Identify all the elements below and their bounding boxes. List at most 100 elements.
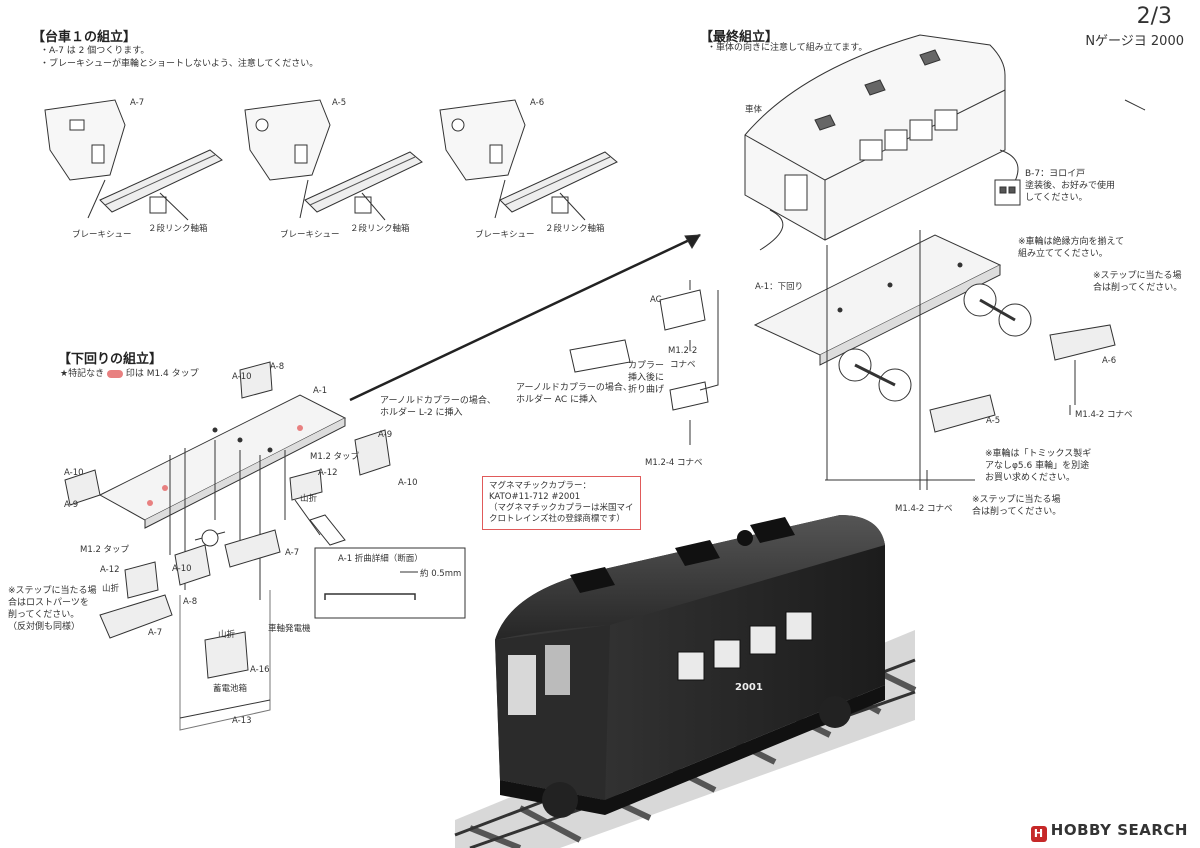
arnold-note: アーノルドカプラーの場合、 ホルダー L-2 に挿入: [380, 395, 496, 419]
step-note-left-3: 削ってください。: [8, 610, 80, 620]
watermark-text: HOBBY SEARCH: [1050, 821, 1188, 839]
red-dot-marker: [106, 369, 123, 378]
label-a16: A-16: [250, 665, 270, 675]
label-car-body: 車体: [745, 105, 763, 115]
bogie-note-1: ・A-7 は 2 個つくります。: [40, 46, 150, 56]
label-m12-tap-right: M1.2 タップ: [310, 452, 360, 462]
step-note-left: ※ステップに当たる場 合はロストパーツを 削ってください。 （反対側も同様）: [8, 585, 97, 633]
bogie-unit-a5: [244, 99, 423, 221]
step-note-bottom-2: 合は削ってください。: [972, 507, 1062, 517]
magne-line-4: クロトレインズ社の登録商標です）: [489, 514, 625, 524]
bogie-a6-label: A-6: [530, 98, 545, 108]
step-note-right-1: ※ステップに当たる場: [1093, 271, 1182, 281]
bogie-a5-brake-label: ブレーキシュー: [280, 230, 340, 240]
label-a7-right: A-7: [285, 548, 300, 558]
arnold-ac-note: アーノルドカプラーの場合、 ホルダー AC に挿入: [516, 382, 632, 406]
arnold-ac-1: アーノルドカプラーの場合、: [516, 383, 632, 393]
label-m14-2-bottom: M1.4-2 コナベ: [895, 504, 953, 514]
bogie-unit-a7: [44, 99, 223, 221]
chassis-lineart: [569, 99, 1146, 490]
magne-line-1: マグネマチックカプラー：: [489, 481, 592, 491]
label-yamaori-right: 山折: [300, 494, 318, 504]
label-a9-right: A-9: [378, 430, 393, 440]
label-yamaori-bottom: 山折: [218, 630, 236, 640]
tap-note-prefix: ★特記なき: [60, 369, 105, 379]
label-a5: A-5: [986, 416, 1001, 426]
step-note-left-1: ※ステップに当たる場: [8, 586, 97, 596]
label-a10-mid: A-10: [172, 564, 192, 574]
arnold-note-line-1: アーノルドカプラーの場合、: [380, 396, 496, 406]
label-a7-left: A-7: [148, 628, 163, 638]
bogie-a6-brake-label: ブレーキシュー: [475, 230, 535, 240]
label-a6: A-6: [1102, 356, 1117, 366]
bogie-a5-axle-label: ２段リンク軸箱: [350, 224, 410, 234]
step-note-left-4: （反対側も同様）: [8, 622, 81, 632]
car-body-lineart: [744, 34, 1019, 241]
magne-line-3: （マグネマチックカプラーは米国マイ: [489, 503, 634, 513]
underframe-tap-note: ★特記なき 印は M1.4 タップ: [60, 368, 199, 380]
label-axle-generator: 車軸発電機: [268, 624, 311, 634]
b7-note-2: 塗装後、お好みで使用: [1025, 181, 1116, 191]
label-konabe: コナベ: [670, 360, 696, 370]
wheel-dir-1: ※車輪は絶縁方向を揃えて: [1018, 237, 1125, 247]
hobby-search-logo-icon: H: [1030, 826, 1047, 842]
label-m14-2-right: M1.4-2 コナベ: [1075, 410, 1133, 420]
fold-detail-title: A-1 折曲詳細（断面）: [338, 554, 423, 564]
coupler-fold-2: 挿入後に: [628, 373, 665, 383]
label-a10-left: A-10: [64, 468, 84, 478]
model-photo: 2001: [454, 515, 917, 848]
underframe-section-title: 【下回りの組立】: [58, 352, 163, 367]
wheel-note-3: お買い求めください。: [985, 473, 1076, 483]
step-note-left-2: 合はロストパーツを: [8, 598, 89, 608]
label-a9-left: A-9: [64, 500, 79, 510]
final-section-title: 【最終組立】: [700, 30, 779, 45]
label-m12-2: M1.2-2: [668, 346, 698, 356]
label-a1-under: A-1：下回り: [755, 282, 804, 292]
label-a8-top: A-8: [270, 362, 285, 372]
arnold-note-line-2: ホルダー L-2 に挿入: [380, 408, 463, 418]
bogie-a7-brake-label: ブレーキシュー: [72, 230, 132, 240]
bogie-unit-a6: [439, 99, 618, 221]
label-yamaori-left: 山折: [102, 584, 120, 594]
wheel-note-1: ※車輪は「トミックス製ギ: [985, 449, 1092, 459]
coupler-fold-3: 折り曲げ: [628, 385, 665, 395]
label-a1: A-1: [313, 386, 328, 396]
bogie-section-title: 【台車１の組立】: [32, 30, 137, 45]
label-battery-box: 蓄電池箱: [213, 684, 248, 694]
coupler-fold-note: カプラー 挿入後に 折り曲げ: [628, 360, 664, 396]
label-a12-right: A-12: [318, 468, 338, 478]
coupler-fold-1: カプラー: [628, 361, 665, 371]
model-name: Nゲージヨ 2000: [1085, 34, 1184, 49]
magne-line-2: KATO#11-712 #2001: [489, 492, 581, 502]
label-a12-left: A-12: [100, 565, 120, 575]
fold-detail-box: [314, 547, 466, 619]
bogie-a5-label: A-5: [332, 98, 347, 108]
bogie-note-2: ・ブレーキシューが車輪とショートしないよう、注意してください。: [40, 59, 319, 69]
bogie-a6-axle-label: ２段リンク軸箱: [545, 224, 605, 234]
step-note-right: ※ステップに当たる場 合は削ってください。: [1093, 270, 1182, 294]
car-number-text: 2001: [735, 682, 763, 693]
final-note: ・車体の向きに注意して組み立てます。: [707, 43, 868, 53]
b7-shutter-part: [994, 179, 1021, 206]
wheel-direction-note: ※車輪は絶縁方向を揃えて 組み立ててください。: [1018, 236, 1124, 260]
label-a13: A-13: [232, 716, 252, 726]
step-note-bottom-1: ※ステップに当たる場: [972, 495, 1061, 505]
tap-note-suffix: 印は M1.4 タップ: [125, 369, 199, 379]
underframe-exploded-view: [64, 233, 701, 731]
step-note-right-2: 合は削ってください。: [1093, 283, 1183, 293]
fold-detail-dim: 約 0.5mm: [420, 569, 462, 579]
label-a8-mid: A-8: [183, 597, 198, 607]
b7-note: B-7：ヨロイ戸 塗装後、お好みで使用 してください。: [1025, 168, 1115, 204]
magne-coupler-box: マグネマチックカプラー： KATO#11-712 #2001 （マグネマチックカ…: [482, 476, 641, 530]
wheel-dir-2: 組み立ててください。: [1018, 249, 1108, 259]
label-m12-4: M1.2-4 コナベ: [645, 458, 703, 468]
b7-note-3: してください。: [1025, 193, 1088, 203]
bogie-a7-axle-label: ２段リンク軸箱: [148, 224, 208, 234]
b7-note-1: B-7：ヨロイ戸: [1025, 169, 1086, 179]
bogie-a7-label: A-7: [130, 98, 145, 108]
label-a10-top: A-10: [232, 372, 252, 382]
arnold-ac-2: ホルダー AC に挿入: [516, 395, 598, 405]
label-ac: AC: [650, 295, 662, 305]
